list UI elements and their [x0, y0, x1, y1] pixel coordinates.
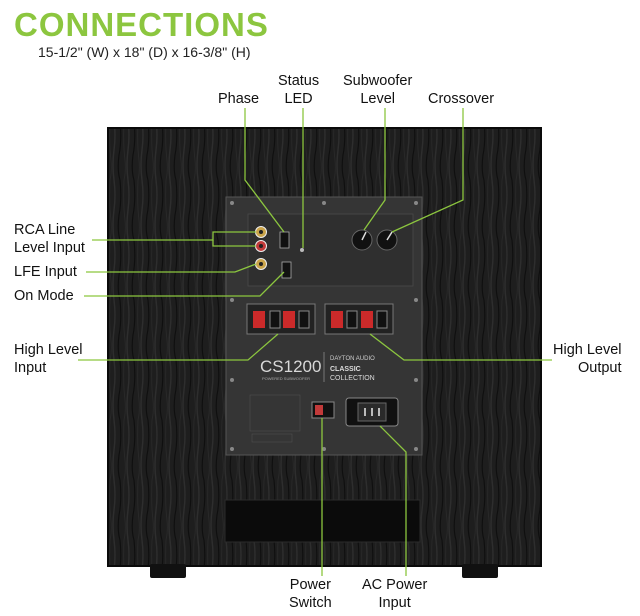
- hl-input-line: [78, 333, 279, 361]
- on-mode-switch: [281, 261, 292, 279]
- subwoofer-level-knob[interactable]: [351, 229, 373, 251]
- label-ac-power-input: AC Power Input: [362, 577, 428, 611]
- ac-power-line: [379, 425, 407, 576]
- brand-name: DAYTON AUDIO: [330, 356, 375, 362]
- collection-line1: CLASSIC: [330, 366, 361, 373]
- rca-line: [92, 231, 256, 241]
- amplifier-panel: CS1200 POWERED SUBWOOFER DAYTON AUDIO CL…: [225, 196, 423, 456]
- high-level-output-terminals[interactable]: [324, 303, 394, 335]
- label-subwoofer-level: Subwoofer Level: [343, 73, 413, 107]
- label-high-level-input: High Level Input: [14, 342, 83, 376]
- sub-level-line: [363, 108, 386, 231]
- hl-output-line: [369, 333, 552, 361]
- phase-switch: [279, 231, 290, 249]
- model-subtitle: POWERED SUBWOOFER: [262, 376, 310, 381]
- crossover-knob[interactable]: [376, 229, 398, 251]
- callout-lines: [78, 108, 552, 576]
- high-level-input-terminals[interactable]: [246, 303, 316, 335]
- label-crossover: Crossover: [428, 91, 495, 107]
- label-status-led: Status LED: [278, 73, 320, 107]
- power-switch[interactable]: [311, 401, 335, 419]
- collection-line2: COLLECTION: [330, 375, 375, 382]
- status-led: [300, 248, 304, 252]
- phase-line: [244, 108, 285, 233]
- right-foot: [462, 564, 498, 578]
- label-lfe-input: LFE Input: [14, 264, 77, 280]
- ac-power-input[interactable]: [345, 397, 399, 427]
- lfe-input-jack[interactable]: [255, 258, 267, 270]
- label-power-switch: Power Switch: [289, 577, 332, 611]
- label-phase: Phase: [218, 91, 260, 107]
- left-foot: [150, 564, 186, 578]
- dimensions-text: 15-1/2" (W) x 18" (D) x 16-3/8" (H): [38, 44, 251, 60]
- crossover-line: [391, 108, 464, 233]
- model-name: CS1200: [260, 357, 321, 376]
- lfe-line: [86, 263, 257, 273]
- label-high-level-output: High Level Output: [553, 342, 622, 376]
- label-on-mode: On Mode: [14, 288, 74, 304]
- page-title: CONNECTIONS: [14, 6, 269, 43]
- label-rca-line: RCA Line Level Input: [14, 222, 85, 256]
- on-mode-line: [84, 271, 285, 297]
